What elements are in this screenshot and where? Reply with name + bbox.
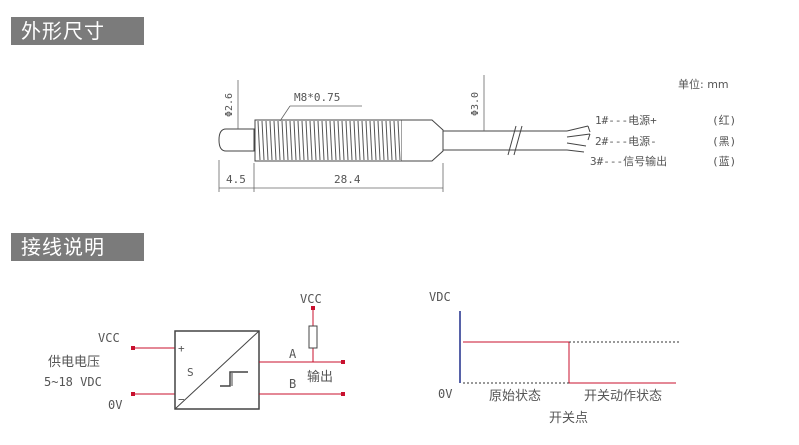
zero-v-label: 0V: [108, 398, 122, 412]
thread-line: [389, 120, 393, 161]
thread-line: [345, 120, 349, 161]
thread-line: [321, 120, 325, 161]
switch-symbol-icon: [220, 371, 248, 387]
thread-line: [269, 120, 273, 161]
output-label: 输出: [307, 369, 333, 385]
dim-cable-diameter: Φ3.0: [470, 92, 481, 116]
thread-line: [301, 120, 305, 161]
vdc-label: VDC: [429, 290, 451, 304]
dim-tip-length: 4.5: [226, 173, 246, 186]
sensor-tip: [218, 128, 255, 152]
vcc-input-label: VCC: [98, 331, 120, 345]
thread-line: [373, 120, 377, 161]
pullup-vcc-label: VCC: [300, 292, 322, 306]
thread-line: [257, 120, 261, 161]
thread-line: [293, 120, 297, 161]
thread-line: [381, 120, 385, 161]
wire-2-color: (黑): [712, 135, 736, 148]
minus-label: −: [178, 393, 185, 406]
dim-body-length: 28.4: [334, 173, 361, 186]
thread-line: [289, 120, 293, 161]
section-title-dimensions: 外形尺寸: [11, 17, 144, 45]
wiring-diagram: [131, 306, 345, 410]
thread-line: [341, 120, 345, 161]
plus-label: +: [178, 342, 185, 355]
out-b-label: B: [289, 377, 296, 391]
dim-tip-diameter: Φ2.6: [224, 93, 235, 117]
thread-line: [273, 120, 277, 161]
unit-label: 单位: mm: [678, 77, 729, 91]
thread-line: [277, 120, 281, 161]
thread-line: [313, 120, 317, 161]
dimension-lines: [218, 75, 485, 192]
thread-line: [309, 120, 313, 161]
original-state-label: 原始状态: [489, 389, 541, 404]
dim-thread: M8*0.75: [294, 91, 340, 104]
thread-line: [317, 120, 321, 161]
thread-line: [361, 120, 365, 161]
wire-3-color: (蓝): [712, 155, 736, 168]
switch-point-label: 开关点: [549, 411, 588, 426]
wire-2-label: 2#---电源-: [595, 134, 657, 148]
thread-line: [353, 120, 357, 161]
thread-line: [305, 120, 309, 161]
supply-label: 供电电压: [48, 355, 100, 370]
thread-line: [357, 120, 361, 161]
thread-line: [265, 120, 269, 161]
thread-line: [297, 120, 301, 161]
thread-line: [333, 120, 337, 161]
thread-line: [281, 120, 285, 161]
thread-line: [369, 120, 373, 161]
wire-1-label: 1#---电源+: [595, 113, 657, 127]
thread-lines: [257, 120, 401, 161]
thread-line: [365, 120, 369, 161]
thread-line: [329, 120, 333, 161]
timing-diagram: [459, 311, 680, 384]
timing-zero-v-label: 0V: [438, 387, 452, 401]
thread-line: [377, 120, 381, 161]
thread-line: [325, 120, 329, 161]
switch-state-label: 开关动作状态: [584, 389, 662, 404]
pullup-resistor: [308, 325, 318, 349]
wire-end-1: [566, 125, 591, 153]
break-mark-1: [507, 125, 517, 156]
thread-line: [397, 120, 401, 161]
wire-3-label: 3#---信号输出: [590, 154, 667, 168]
wire-1-color: (红): [712, 114, 736, 127]
out-a-label: A: [289, 347, 297, 361]
thread-line: [261, 120, 265, 161]
break-mark-2: [513, 125, 523, 156]
thread-line: [337, 120, 341, 161]
thread-line: [349, 120, 353, 161]
body-rear: [402, 119, 444, 162]
thread-line: [393, 120, 397, 161]
sensor-drawing: [218, 119, 591, 162]
sensor-s-label: S: [187, 366, 194, 379]
thread-line: [385, 120, 389, 161]
wire-end-2: [587, 125, 591, 141]
thread-line: [285, 120, 289, 161]
section-title-wiring: 接线说明: [11, 233, 144, 261]
supply-range-label: 5~18 VDC: [44, 375, 102, 389]
